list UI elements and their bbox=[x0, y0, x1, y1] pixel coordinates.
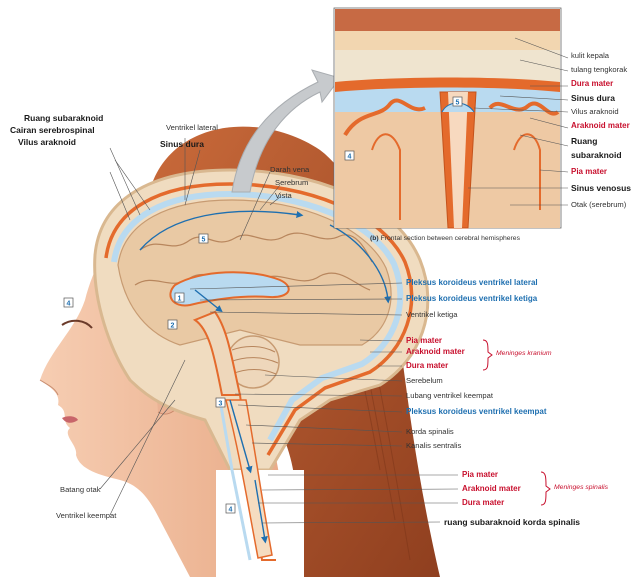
label-third-ventricle: Ventrikel ketiga bbox=[406, 311, 458, 319]
label-dural-sinus: Sinus dura bbox=[160, 140, 204, 149]
number-badge: 3 bbox=[216, 398, 225, 408]
label-inset-cerebrum: Otak (serebrum) bbox=[571, 201, 626, 209]
label-central-canal: Kanalis sentralis bbox=[406, 442, 461, 450]
label-dura: Dura mater bbox=[406, 362, 448, 370]
number-badge: 1 bbox=[175, 293, 184, 303]
label-lateral-ventricle-top: Ventrikel lateral bbox=[166, 124, 218, 132]
label-inset-arachnoid: Araknoid mater bbox=[571, 122, 630, 130]
inset-number-5: 5 bbox=[456, 100, 460, 107]
label-skull-top: Vista bbox=[275, 192, 292, 200]
number-badge: 4 bbox=[345, 151, 354, 161]
number-5: 5 bbox=[202, 237, 206, 244]
inset-caption-text: Frontal section between cerebral hemisph… bbox=[381, 235, 520, 242]
label-inset-subarachnoid-2: subaraknoid bbox=[571, 151, 622, 160]
label-arachnoid: Araknoid mater bbox=[406, 348, 465, 356]
label-fourth-ventricle: Ventrikel keempat bbox=[56, 512, 116, 520]
inset-caption-part: (b) bbox=[370, 235, 379, 242]
label-spinal-arachnoid: Araknoid mater bbox=[462, 485, 521, 493]
inset-caption: (b) Frontal section between cerebral hem… bbox=[370, 236, 520, 243]
label-cerebrum-top: Serebrum bbox=[275, 179, 308, 187]
number-badge: 5 bbox=[199, 234, 208, 244]
label-choroid-third: Pleksus koroideus ventrikel ketiga bbox=[406, 295, 537, 303]
label-spinal-pia: Pia mater bbox=[462, 471, 498, 479]
label-skull-bone: tulang tengkorak bbox=[571, 66, 627, 74]
number-badge: 4 bbox=[64, 298, 73, 308]
label-spinal-dura: Dura mater bbox=[462, 499, 504, 507]
spinal-brace bbox=[541, 472, 550, 505]
label-fourth-ventricle-hole: Lubang ventrikel keempat bbox=[406, 392, 493, 400]
inset-number-4: 4 bbox=[348, 154, 352, 161]
label-spinal-subarachnoid: ruang subaraknoid korda spinalis bbox=[444, 518, 580, 527]
label-inset-subarachnoid-1: Ruang bbox=[571, 137, 597, 146]
number-badge: 4 bbox=[226, 504, 235, 514]
inset-panel: 5 4 bbox=[334, 8, 561, 228]
label-pia: Pia mater bbox=[406, 337, 442, 345]
label-inset-dura: Dura mater bbox=[571, 80, 613, 88]
cranial-brace bbox=[483, 340, 492, 370]
number-3: 3 bbox=[219, 401, 223, 408]
number-badge: 5 bbox=[453, 97, 462, 107]
number-2: 2 bbox=[171, 323, 175, 330]
label-choroid-fourth: Pleksus koroideus ventrikel keempat bbox=[406, 408, 547, 416]
number-1: 1 bbox=[178, 296, 182, 303]
label-inset-villus: Vilus araknoid bbox=[571, 108, 619, 116]
label-venous-blood: Darah vena bbox=[270, 166, 309, 174]
label-cerebellum: Serebelum bbox=[406, 377, 443, 385]
label-subarachnoid-space: Ruang subaraknoid bbox=[24, 114, 103, 123]
label-spinal-cord: Korda spinalis bbox=[406, 428, 454, 436]
number-badge: 2 bbox=[168, 320, 177, 330]
label-brainstem: Batang otak bbox=[60, 486, 101, 494]
label-choroid-lateral: Pleksus koroideus ventrikel lateral bbox=[406, 279, 538, 287]
label-arachnoid-villus: Vilus araknoid bbox=[18, 138, 76, 147]
label-inset-pia: Pia mater bbox=[571, 168, 607, 176]
label-cranial-meninges: Meninges kranium bbox=[496, 351, 552, 358]
label-scalp: kulit kepala bbox=[571, 52, 609, 60]
label-inset-venous: Sinus venosus bbox=[571, 184, 631, 193]
label-spinal-meninges: Meninges spinalis bbox=[554, 485, 608, 492]
label-inset-sinus: Sinus dura bbox=[571, 94, 615, 103]
number-4-spine: 4 bbox=[229, 507, 233, 514]
label-csf: Cairan serebrospinal bbox=[10, 126, 95, 135]
number-4-head: 4 bbox=[67, 301, 71, 308]
